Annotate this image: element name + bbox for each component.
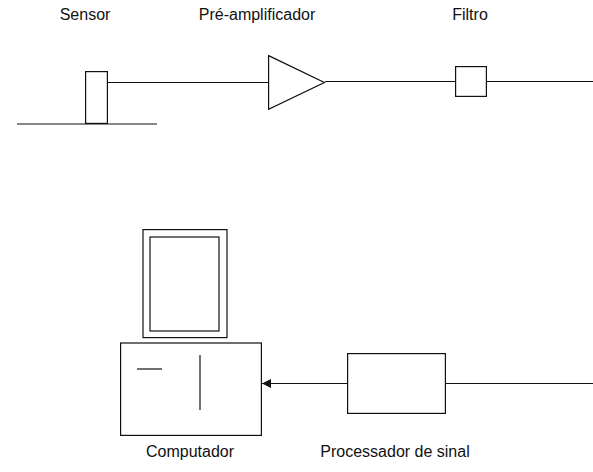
node-outline (120, 229, 262, 436)
node-outline (85, 71, 108, 124)
processor-box: Processador de sinal (347, 353, 446, 414)
node-label: Filtro (452, 5, 488, 25)
node-label: Pré-amplificador (199, 5, 315, 25)
computer-icon: Computador (120, 229, 262, 436)
signal-line (446, 82, 593, 384)
node-outline (455, 66, 487, 97)
filter-box: Filtro (455, 66, 487, 97)
signal-line (108, 82, 268, 83)
node-outline (268, 55, 325, 110)
node-label: Processador de sinal (320, 442, 469, 462)
node-outline (347, 353, 446, 414)
node-label: Computador (146, 442, 234, 462)
amplifier-triangle: Pré-amplificador (268, 55, 325, 110)
sensor-box: Sensor (85, 71, 108, 124)
signal-line (325, 81, 455, 82)
node-label: Sensor (60, 5, 111, 25)
signal-line (262, 383, 347, 384)
